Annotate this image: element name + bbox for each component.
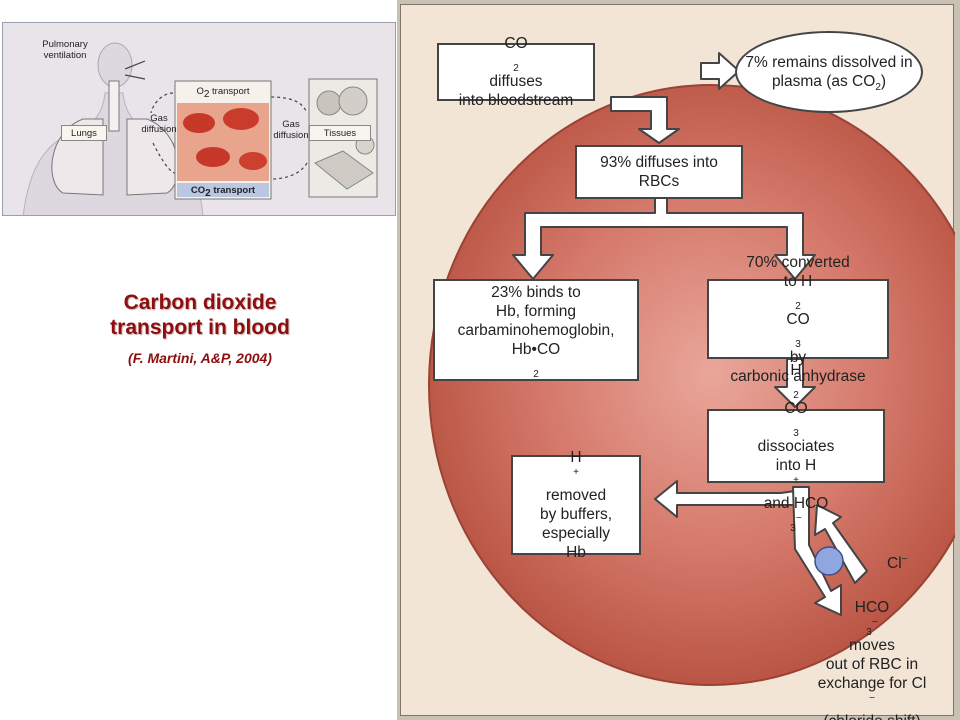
arrow-to-plasma (700, 52, 740, 90)
o2-transport-label: O2 transport (196, 86, 250, 100)
title-line-1: Carbon dioxide (123, 291, 277, 314)
lungs-label: Lungs (71, 128, 97, 139)
buffers-box: H+ removed by buffers, especially Hb (511, 449, 641, 561)
arrow-split (512, 194, 816, 280)
co2-transport-label: CO2 transport (190, 185, 256, 199)
title-line-2: transport in blood (110, 316, 290, 339)
ion-exchanger-icon (814, 546, 844, 576)
carbaminohemoglobin-box: 23% binds to Hb, forming carbaminohemogl… (433, 279, 639, 381)
citation: (F. Martini, A&P, 2004) (128, 350, 272, 366)
diffuses-into-rbcs-box: 93% diffuses into RBCs (575, 145, 743, 199)
arrow-hco3-out (792, 486, 842, 616)
tissues-label: Tissues (323, 128, 357, 139)
arrow-to-dissociation (774, 358, 816, 408)
chloride-label: Cl− (887, 553, 908, 572)
arrow-cl-in (814, 504, 868, 584)
caption-block: Carbon dioxide transport in blood (F. Ma… (40, 290, 360, 366)
arrow-to-rbcs (610, 96, 680, 144)
plasma-dissolved-ellipse: 7% remains dissolved in plasma (as CO2) (735, 31, 923, 113)
arrow-to-buffers (654, 480, 796, 518)
lungs-box: Lungs (61, 125, 107, 141)
tissues-box: Tissues (309, 125, 371, 141)
